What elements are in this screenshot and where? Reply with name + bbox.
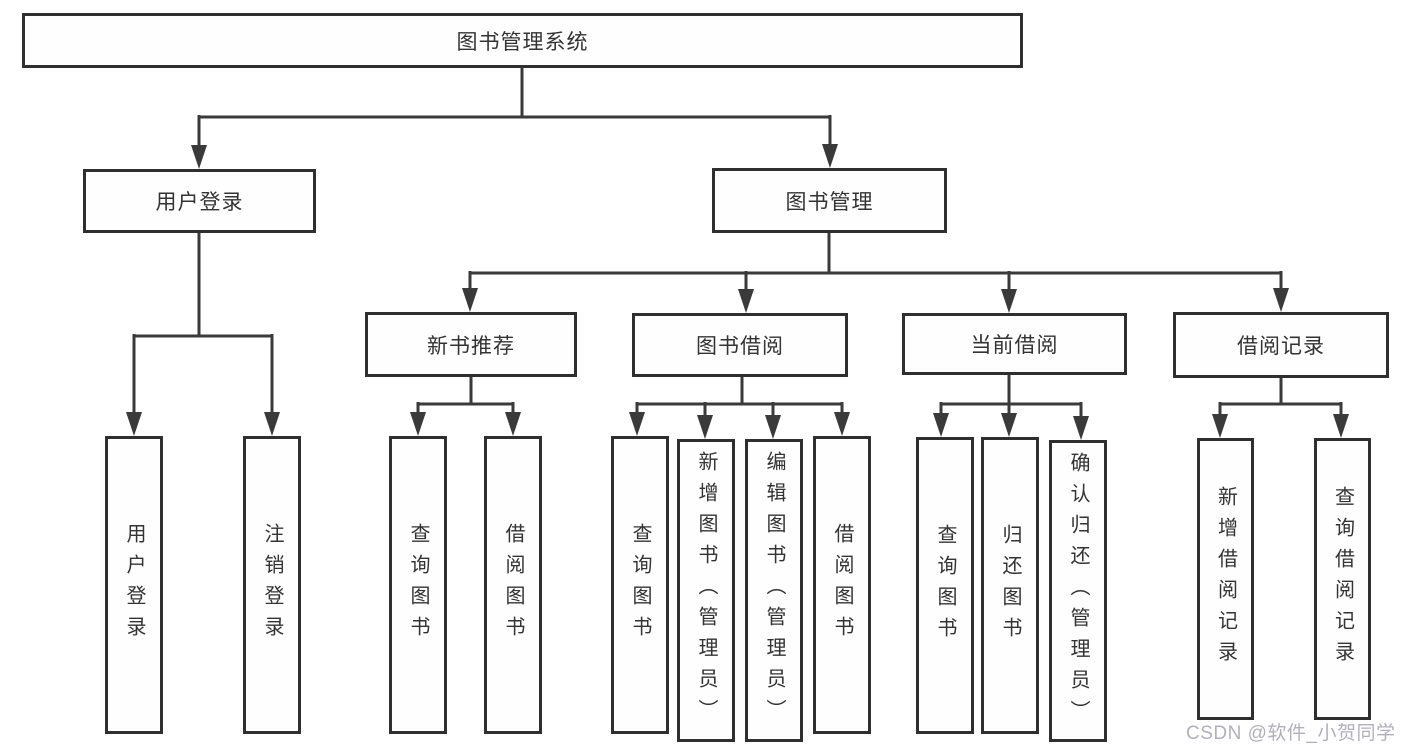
- node-leaf-add-borrow-record: 新增借阅记录: [1197, 438, 1254, 720]
- node-leaf-edit-books-admin: 编辑图书（管理员）: [745, 439, 803, 742]
- node-leaf-logout: 注销登录: [243, 436, 301, 734]
- node-leaf-add-books-admin: 新增图书（管理员）: [677, 439, 735, 742]
- node-leaf-query-books-current: 查询图书: [916, 437, 974, 734]
- node-leaf-query-borrow-record: 查询借阅记录: [1314, 438, 1371, 720]
- node-leaf-confirm-return-admin: 确认归还（管理员）: [1049, 440, 1107, 742]
- node-leaf-return-books: 归还图书: [981, 437, 1039, 734]
- node-leaf-user-login: 用户登录: [105, 436, 163, 734]
- watermark: CSDN @软件_小贺同学: [1186, 723, 1396, 744]
- node-current-borrowing: 当前借阅: [902, 313, 1127, 375]
- node-root: 图书管理系统: [22, 13, 1023, 68]
- node-book-borrowing: 图书借阅: [632, 313, 848, 377]
- node-leaf-borrow-books-recommend: 借阅图书: [484, 436, 542, 734]
- node-leaf-query-books-borrowing: 查询图书: [611, 436, 669, 734]
- node-new-book-recommend: 新书推荐: [365, 312, 577, 377]
- node-leaf-borrow-books-borrowing: 借阅图书: [813, 436, 871, 734]
- node-borrowing-records: 借阅记录: [1173, 312, 1389, 378]
- node-book-management: 图书管理: [712, 168, 947, 233]
- node-leaf-query-books-recommend: 查询图书: [389, 436, 447, 734]
- node-user-login: 用户登录: [83, 169, 316, 233]
